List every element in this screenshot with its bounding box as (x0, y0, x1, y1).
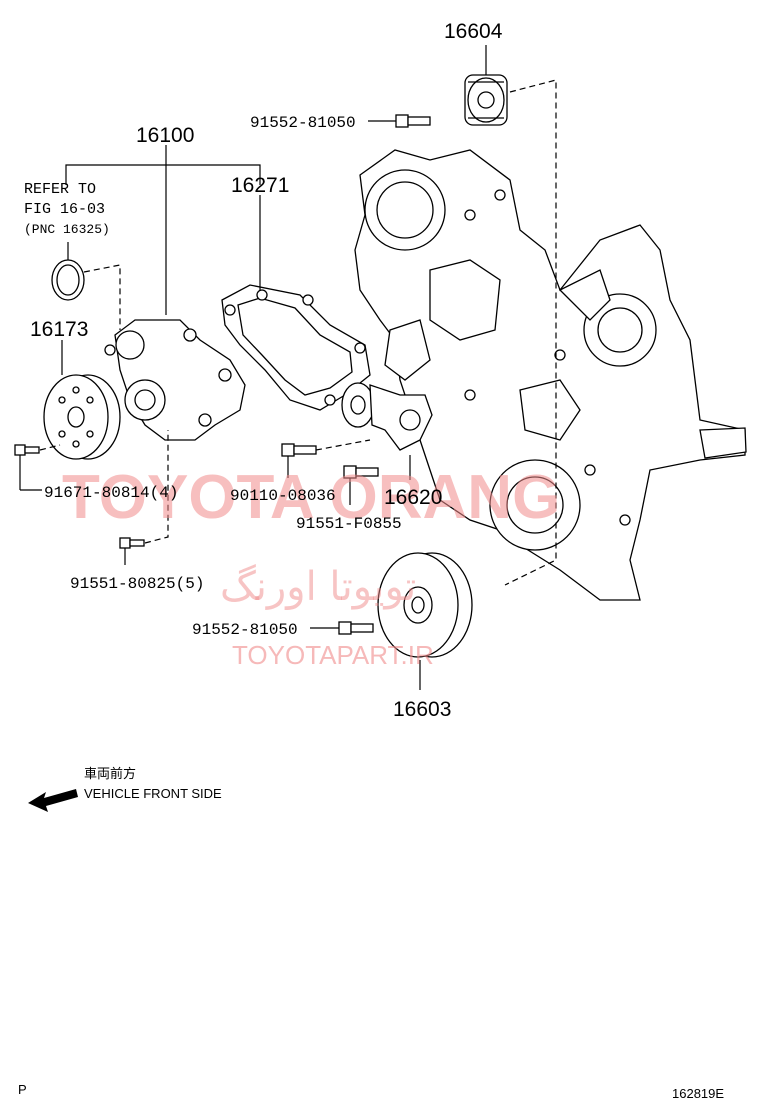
direction-english: VEHICLE FRONT SIDE (84, 786, 222, 801)
figure-code: 162819E (672, 1086, 724, 1101)
watermark-site: TOYOTAPART.IR (232, 640, 434, 670)
timing-cover-drawing (354, 149, 747, 601)
label-bolt-91671: 91671-80814(4) (44, 484, 178, 502)
direction-japanese: 車両前方 (84, 766, 136, 781)
footer-left-mark: P (18, 1082, 27, 1097)
label-16173: 16173 (30, 318, 88, 341)
reference-line-2: FIG 16-03 (24, 201, 105, 218)
bolt-bottom-drawing (338, 621, 374, 635)
bolt-90110-drawing (281, 443, 317, 457)
front-arrow-icon (28, 789, 78, 812)
reference-line-3: (PNC 16325) (24, 222, 110, 237)
label-bolt-top: 91552-81050 (250, 114, 356, 132)
label-16100: 16100 (136, 124, 194, 147)
label-bolt-bottom: 91552-81050 (192, 621, 298, 639)
label-bolt-90110: 90110-08036 (230, 487, 336, 505)
idler-pulley-16603-drawing (377, 552, 473, 658)
pulley-16173-drawing (43, 374, 121, 460)
label-16603: 16603 (393, 698, 451, 721)
gasket-16271-drawing (221, 284, 371, 411)
bolt-91551-80825-drawing (119, 537, 145, 549)
bolt-top-drawing (395, 114, 431, 128)
label-16271: 16271 (231, 174, 289, 197)
o-ring-drawing (51, 259, 85, 301)
label-16604: 16604 (444, 20, 503, 43)
idler-pulley-16604-drawing (464, 74, 508, 126)
label-bolt-91551-80825: 91551-80825(5) (70, 575, 204, 593)
tensioner-16620-drawing (341, 382, 433, 451)
watermark-brand: TOYOTA ORANG (62, 463, 560, 532)
bolt-91671-drawing (14, 444, 40, 456)
reference-line-1: REFER TO (24, 181, 96, 198)
water-pump-16100-drawing (104, 319, 246, 441)
label-16620: 16620 (384, 486, 442, 509)
label-bolt-91551f: 91551-F0855 (296, 515, 402, 533)
watermark-persian: تویوتا اورنگ (220, 564, 416, 610)
